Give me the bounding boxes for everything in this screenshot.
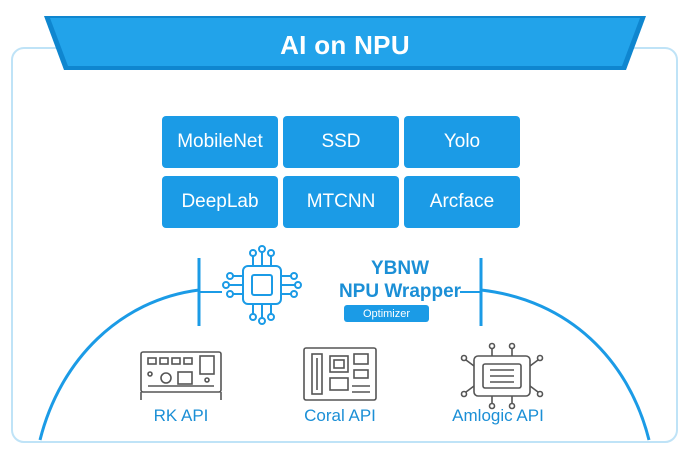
amlogic-api-label: Amlogic API (452, 406, 544, 425)
model-box-deeplab: DeepLab (162, 176, 278, 228)
optimizer-badge: Optimizer (344, 305, 429, 322)
wrapper-subtitle: NPU Wrapper (338, 281, 462, 302)
title-banner (50, 18, 640, 66)
circuit-board-icon (140, 351, 222, 400)
left-arc (38, 288, 200, 441)
model-box-mtcnn: MTCNN (283, 176, 399, 228)
outer-frame (11, 47, 678, 443)
processor-icon (460, 342, 544, 410)
model-box-arcface: Arcface (404, 176, 520, 228)
right-arc (480, 288, 651, 441)
model-box-yolo: Yolo (404, 116, 520, 168)
coral-api-label: Coral API (304, 406, 376, 425)
page-title: AI on NPU (280, 29, 410, 60)
model-box-mobilenet: MobileNet (162, 116, 278, 168)
rk-api-label: RK API (153, 406, 209, 425)
model-box-ssd: SSD (283, 116, 399, 168)
chip-icon (222, 245, 302, 325)
wrapper-name: YBNW (370, 258, 430, 279)
motherboard-icon (303, 347, 377, 401)
